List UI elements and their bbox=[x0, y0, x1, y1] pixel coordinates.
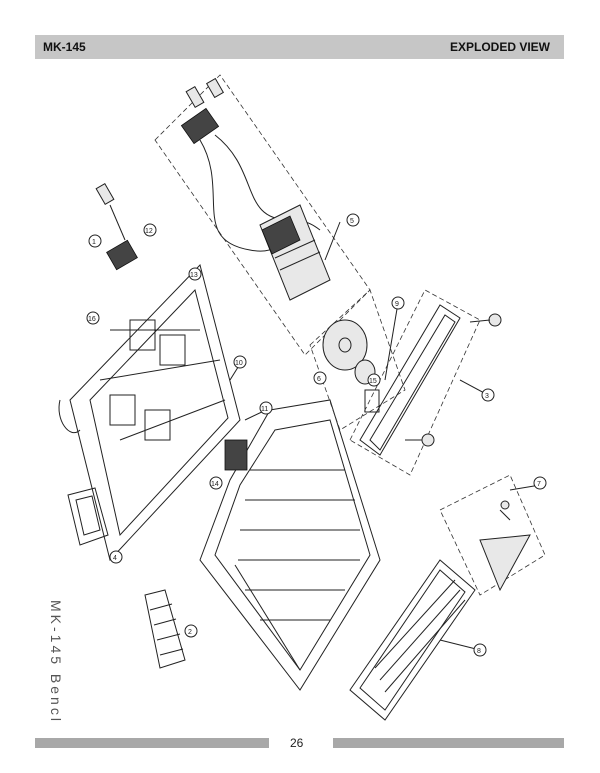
svg-text:15: 15 bbox=[369, 378, 377, 385]
svg-text:12: 12 bbox=[145, 228, 153, 235]
blade-assembly-box bbox=[309, 289, 406, 431]
callout-8: 8 bbox=[473, 643, 487, 657]
side-label-text: MK-145 Bencl bbox=[48, 600, 64, 724]
svg-text:3: 3 bbox=[485, 393, 489, 400]
water-tray bbox=[349, 559, 476, 721]
handle-part bbox=[67, 487, 109, 546]
callout-15: 15 bbox=[367, 373, 381, 387]
svg-text:9: 9 bbox=[395, 301, 399, 308]
section-title: EXPLODED VIEW bbox=[449, 40, 550, 54]
callout-5: 5 bbox=[346, 213, 360, 227]
svg-text:11: 11 bbox=[261, 406, 268, 413]
guide-assembly-box bbox=[439, 474, 546, 596]
callout-12: 12 bbox=[143, 223, 157, 237]
side-label: MK-145 Bencl bbox=[48, 600, 70, 724]
footer-bar-left bbox=[35, 738, 269, 748]
callout-13: 13 bbox=[188, 267, 202, 281]
water-tray-grid bbox=[144, 589, 186, 669]
model-title: MK-145 bbox=[43, 40, 86, 54]
motor bbox=[259, 204, 331, 301]
frame-stand bbox=[58, 264, 241, 562]
power-plug-top bbox=[180, 77, 225, 145]
callout-10: 10 bbox=[233, 355, 247, 369]
saw-blade bbox=[322, 319, 380, 413]
svg-text:4: 4 bbox=[113, 555, 117, 562]
svg-text:16: 16 bbox=[88, 316, 96, 323]
power-plug-left bbox=[95, 183, 138, 271]
callout-3: 3 bbox=[481, 388, 495, 402]
svg-text:13: 13 bbox=[190, 272, 198, 279]
callout-2: 2 bbox=[184, 624, 198, 638]
rail bbox=[359, 304, 502, 456]
svg-text:8: 8 bbox=[477, 648, 481, 655]
svg-text:6: 6 bbox=[317, 376, 321, 383]
svg-text:1: 1 bbox=[92, 239, 96, 246]
miter-guide bbox=[479, 500, 531, 592]
callout-9: 9 bbox=[391, 296, 405, 310]
page-number: 26 bbox=[290, 736, 304, 750]
svg-text:7: 7 bbox=[537, 481, 541, 488]
callout-6: 6 bbox=[313, 371, 327, 385]
svg-text:14: 14 bbox=[211, 481, 219, 488]
callout-1: 1 bbox=[88, 234, 102, 248]
svg-text:5: 5 bbox=[350, 218, 354, 225]
header-bar: MK-145 EXPLODED VIEW bbox=[35, 35, 564, 59]
footer-bar-right bbox=[333, 738, 564, 748]
svg-text:2: 2 bbox=[188, 629, 192, 636]
callout-11: 11 bbox=[259, 401, 273, 415]
svg-text:10: 10 bbox=[235, 360, 243, 367]
callout-14: 14 bbox=[209, 476, 223, 490]
main-table bbox=[199, 399, 381, 691]
callout-4: 4 bbox=[109, 550, 123, 564]
callout-7: 7 bbox=[533, 476, 547, 490]
motor-assembly-box bbox=[154, 74, 371, 356]
exploded-view-drawing: 1 2 3 4 5 6 7 8 9 10 11 12 13 14 15 16 bbox=[58, 74, 547, 721]
callout-16: 16 bbox=[86, 311, 100, 325]
